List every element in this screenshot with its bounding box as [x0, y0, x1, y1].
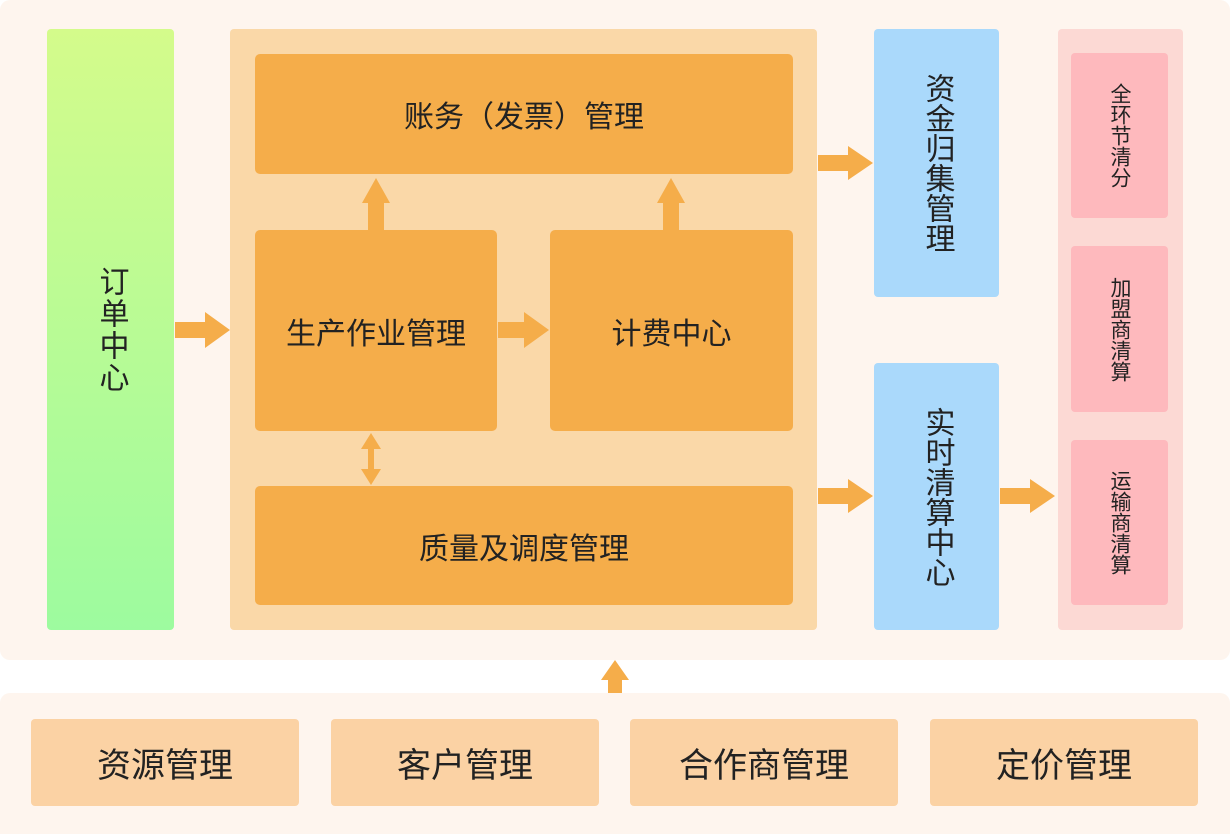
clearing-item: 加盟商清算: [1071, 246, 1168, 412]
arrow-right-icon: [498, 312, 549, 348]
clearing-item: 运输商清算: [1071, 440, 1168, 605]
module-label: 定价管理: [996, 746, 1132, 786]
order-center-box: 订单中心: [47, 29, 174, 630]
arrow-right-icon: [175, 312, 230, 348]
module-label: 客户管理: [397, 746, 533, 786]
arrow-up-icon: [362, 178, 390, 230]
accounting-box: 账务（发票）管理: [255, 54, 793, 174]
accounting-label: 账务（发票）管理: [404, 100, 644, 135]
production-box: 生产作业管理: [255, 230, 497, 431]
module-label: 资源管理: [97, 746, 233, 786]
clearing-item-label: 加盟商清算: [1108, 276, 1132, 382]
arrow-up-icon: [657, 178, 685, 230]
order-center-label: 订单中心: [93, 265, 129, 394]
realtime-clearing-label: 实时清算中心: [919, 406, 955, 587]
clearing-item: 全环节清分: [1071, 53, 1168, 218]
fund-collection-label: 资金归集管理: [919, 73, 955, 253]
quality-box: 质量及调度管理: [255, 486, 793, 605]
arrow-right-icon: [818, 146, 873, 180]
clearing-item-label: 全环节清分: [1108, 83, 1132, 188]
clearing-item-label: 运输商清算: [1108, 470, 1132, 575]
module-box: 定价管理: [930, 719, 1198, 806]
double-arrow-icon: [361, 433, 381, 485]
module-label: 合作商管理: [679, 746, 849, 786]
module-box: 客户管理: [331, 719, 599, 806]
quality-label: 质量及调度管理: [419, 531, 629, 567]
arrow-right-icon: [1000, 479, 1055, 513]
billing-box: 计费中心: [550, 230, 793, 431]
module-box: 合作商管理: [630, 719, 898, 806]
fund-collection-box: 资金归集管理: [874, 29, 999, 297]
production-label: 生产作业管理: [286, 316, 466, 352]
arrow-right-icon: [818, 479, 873, 513]
arrow-up-icon: [601, 660, 629, 693]
module-box: 资源管理: [31, 719, 299, 806]
realtime-clearing-box: 实时清算中心: [874, 363, 999, 630]
billing-label: 计费中心: [611, 316, 732, 352]
